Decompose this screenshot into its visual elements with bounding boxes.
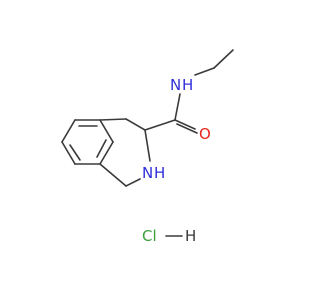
bond [61,141,76,165]
atom-label-oxygen: O [199,125,211,143]
bond [99,118,127,121]
bond [144,129,151,162]
carbonyl-double-bond [176,123,198,134]
atom-label-amide-h: H [182,76,193,94]
aromatic-inner-bond [96,139,107,158]
bond [174,93,181,121]
atom-label-amide-n: N [170,76,181,94]
piperidine-ring [99,118,151,187]
benzene-ring [61,119,114,165]
chemical-structure-diagram: N H N H O Cl H [61,49,234,245]
bond [99,163,127,187]
bond [213,49,234,69]
bond [125,178,141,187]
bond [99,119,114,143]
bond [61,119,76,143]
bond [99,141,114,165]
atom-label-hydrogen: H [185,227,196,245]
carboxamide-group [144,49,234,134]
bond [125,118,146,131]
carbonyl-double-bond [174,119,196,130]
bond [144,119,176,131]
atom-label-chlorine: Cl [142,227,157,245]
aromatic-inner-bond [69,144,81,161]
atom-label-ring-n: N [142,164,153,182]
bond [194,67,215,76]
atom-label-ring-h: H [154,164,165,182]
